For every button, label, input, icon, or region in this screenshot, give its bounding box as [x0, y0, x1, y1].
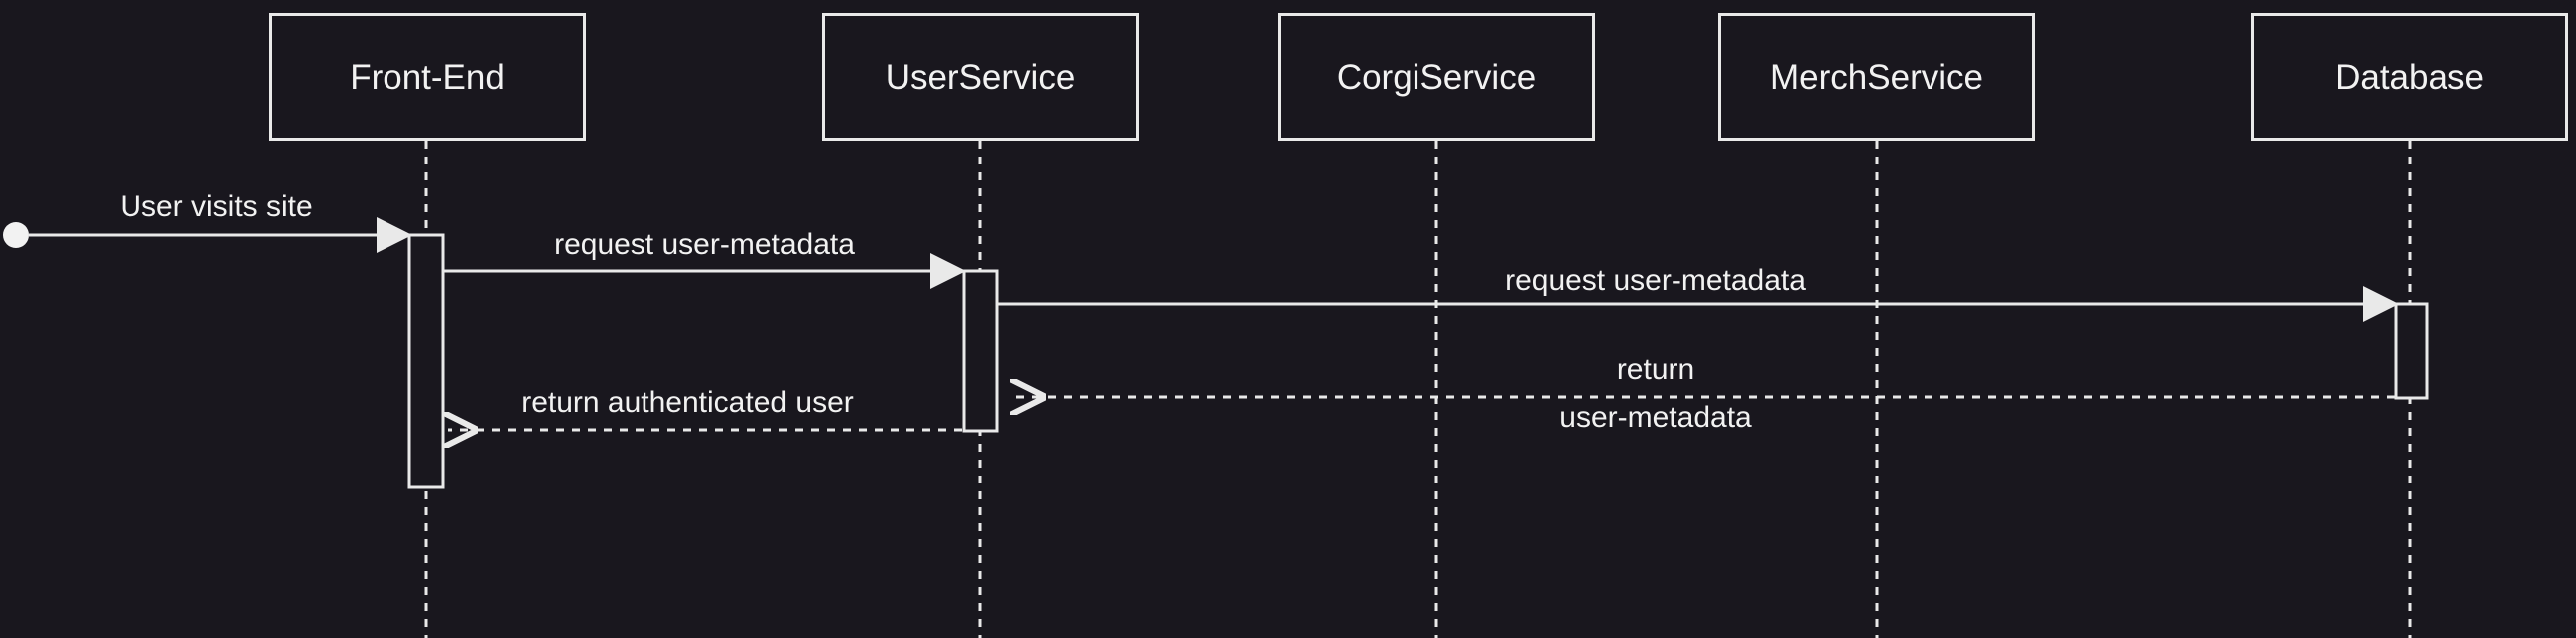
participant-database-label: Database — [2335, 57, 2484, 97]
participant-merch-service-label: MerchService — [1770, 57, 1983, 97]
activation-database — [2394, 302, 2429, 400]
message-return-user-metadata-label-line-2: user-metadata — [1559, 401, 1752, 434]
participant-user-service-label: UserService — [885, 57, 1076, 97]
message-user-visits-site-label: User visits site — [120, 190, 312, 223]
participant-front-end-label: Front-End — [350, 57, 505, 97]
participant-front-end[interactable]: Front-End — [269, 13, 586, 141]
message-return-user-metadata-label-line-1: return — [1617, 353, 1694, 386]
activation-front-end — [407, 233, 445, 489]
message-return-authenticated-user-label: return authenticated user — [521, 386, 854, 419]
message-request-user-metadata-2-label: request user-metadata — [1505, 264, 1806, 297]
start-dot — [3, 222, 29, 248]
participant-database[interactable]: Database — [2251, 13, 2568, 141]
participant-corgi-service-label: CorgiService — [1336, 57, 1537, 97]
message-request-user-metadata-1-label: request user-metadata — [554, 228, 855, 261]
participant-corgi-service[interactable]: CorgiService — [1278, 13, 1595, 141]
participant-user-service[interactable]: UserService — [822, 13, 1139, 141]
participant-merch-service[interactable]: MerchService — [1718, 13, 2035, 141]
activation-user-service — [962, 269, 999, 433]
